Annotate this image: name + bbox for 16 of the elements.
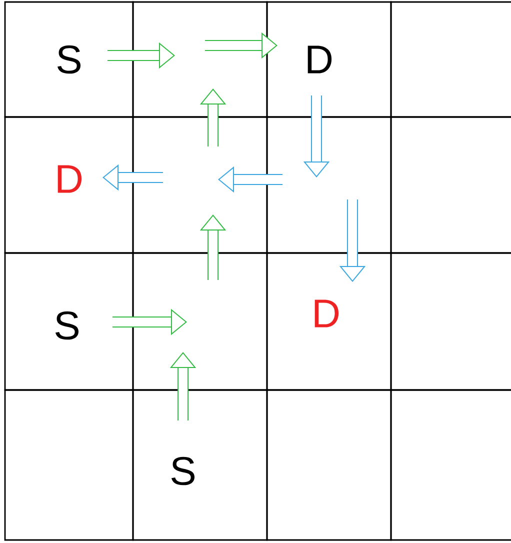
grid-cell — [390, 1, 511, 118]
grid-cell: S — [4, 1, 134, 118]
grid-cell — [132, 1, 268, 118]
grid-cell: D — [4, 116, 134, 254]
grid-cell — [4, 389, 134, 541]
grid-cell: S — [4, 252, 134, 391]
grid-cell — [390, 252, 511, 391]
grid-cell: S — [132, 389, 268, 541]
grid-cell: D — [266, 252, 392, 391]
grid-cell — [132, 252, 268, 391]
grid-cell: D — [266, 1, 392, 118]
grid-cell — [266, 116, 392, 254]
grid-cell — [132, 116, 268, 254]
grid-cell — [390, 389, 511, 541]
grid-cell — [266, 389, 392, 541]
grid-cell — [390, 116, 511, 254]
